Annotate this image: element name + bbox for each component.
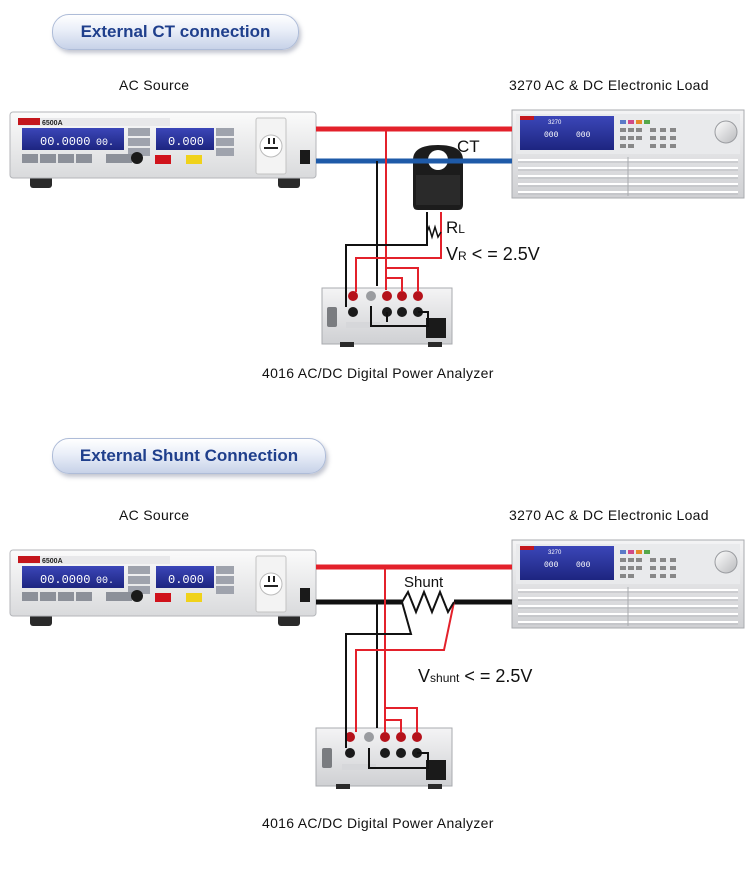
- svg-text:000: 000: [576, 561, 591, 570]
- load-model-text-2: 3270: [548, 550, 562, 556]
- power-analyzer-label: 4016 AC/DC Digital Power Analyzer: [262, 365, 494, 381]
- source-model-text-2: 6500A: [42, 558, 63, 565]
- vr-label: VR < = 2.5V: [446, 244, 540, 264]
- load-display-text: 000: [544, 131, 559, 140]
- section-title-ct: External CT connection: [52, 14, 299, 50]
- power-analyzer-label-2: 4016 AC/DC Digital Power Analyzer: [262, 815, 494, 831]
- section-title-shunt: External Shunt Connection: [52, 438, 326, 474]
- electronic-load-device-2: 3270 000 000: [511, 539, 745, 629]
- source-display-sub-2: 00.: [96, 576, 114, 587]
- power-analyzer-device-2: [315, 727, 453, 789]
- electronic-load-label-2: 3270 AC & DC Electronic Load: [509, 507, 709, 523]
- shunt-label: Shunt: [404, 574, 444, 591]
- ac-source-label-2: AC Source: [119, 507, 190, 523]
- source-display-right-2: 0.000: [168, 573, 204, 587]
- source-display-sub: 00.: [96, 138, 114, 149]
- ct-clamp: [413, 145, 463, 210]
- ac-source-label: AC Source: [119, 77, 190, 93]
- ac-source-device-2: 6500A 00.0000 00. 0.000: [9, 549, 317, 626]
- source-model-text: 6500A: [42, 120, 63, 127]
- svg-text:000: 000: [576, 131, 591, 140]
- source-display-main-2: 00.0000: [40, 573, 90, 587]
- electronic-load-label: 3270 AC & DC Electronic Load: [509, 77, 709, 93]
- rl-resistor: [426, 224, 442, 240]
- ct-label: CT: [457, 137, 480, 156]
- wires-shunt: [316, 564, 512, 769]
- shunt-resistor: [401, 589, 455, 615]
- source-display-right: 0.000: [168, 135, 204, 149]
- load-model-text: 3270: [548, 120, 562, 126]
- electronic-load-device: 3270 000 000: [511, 109, 745, 199]
- wires-ct: [316, 126, 512, 327]
- source-display-main: 00.0000: [40, 135, 90, 149]
- ac-source-device: 6500A 00.0000 00. 0.000: [9, 111, 317, 188]
- vshunt-label: Vshunt < = 2.5V: [418, 666, 533, 686]
- rl-label: RL: [446, 218, 465, 237]
- load-display-text-2: 000: [544, 561, 559, 570]
